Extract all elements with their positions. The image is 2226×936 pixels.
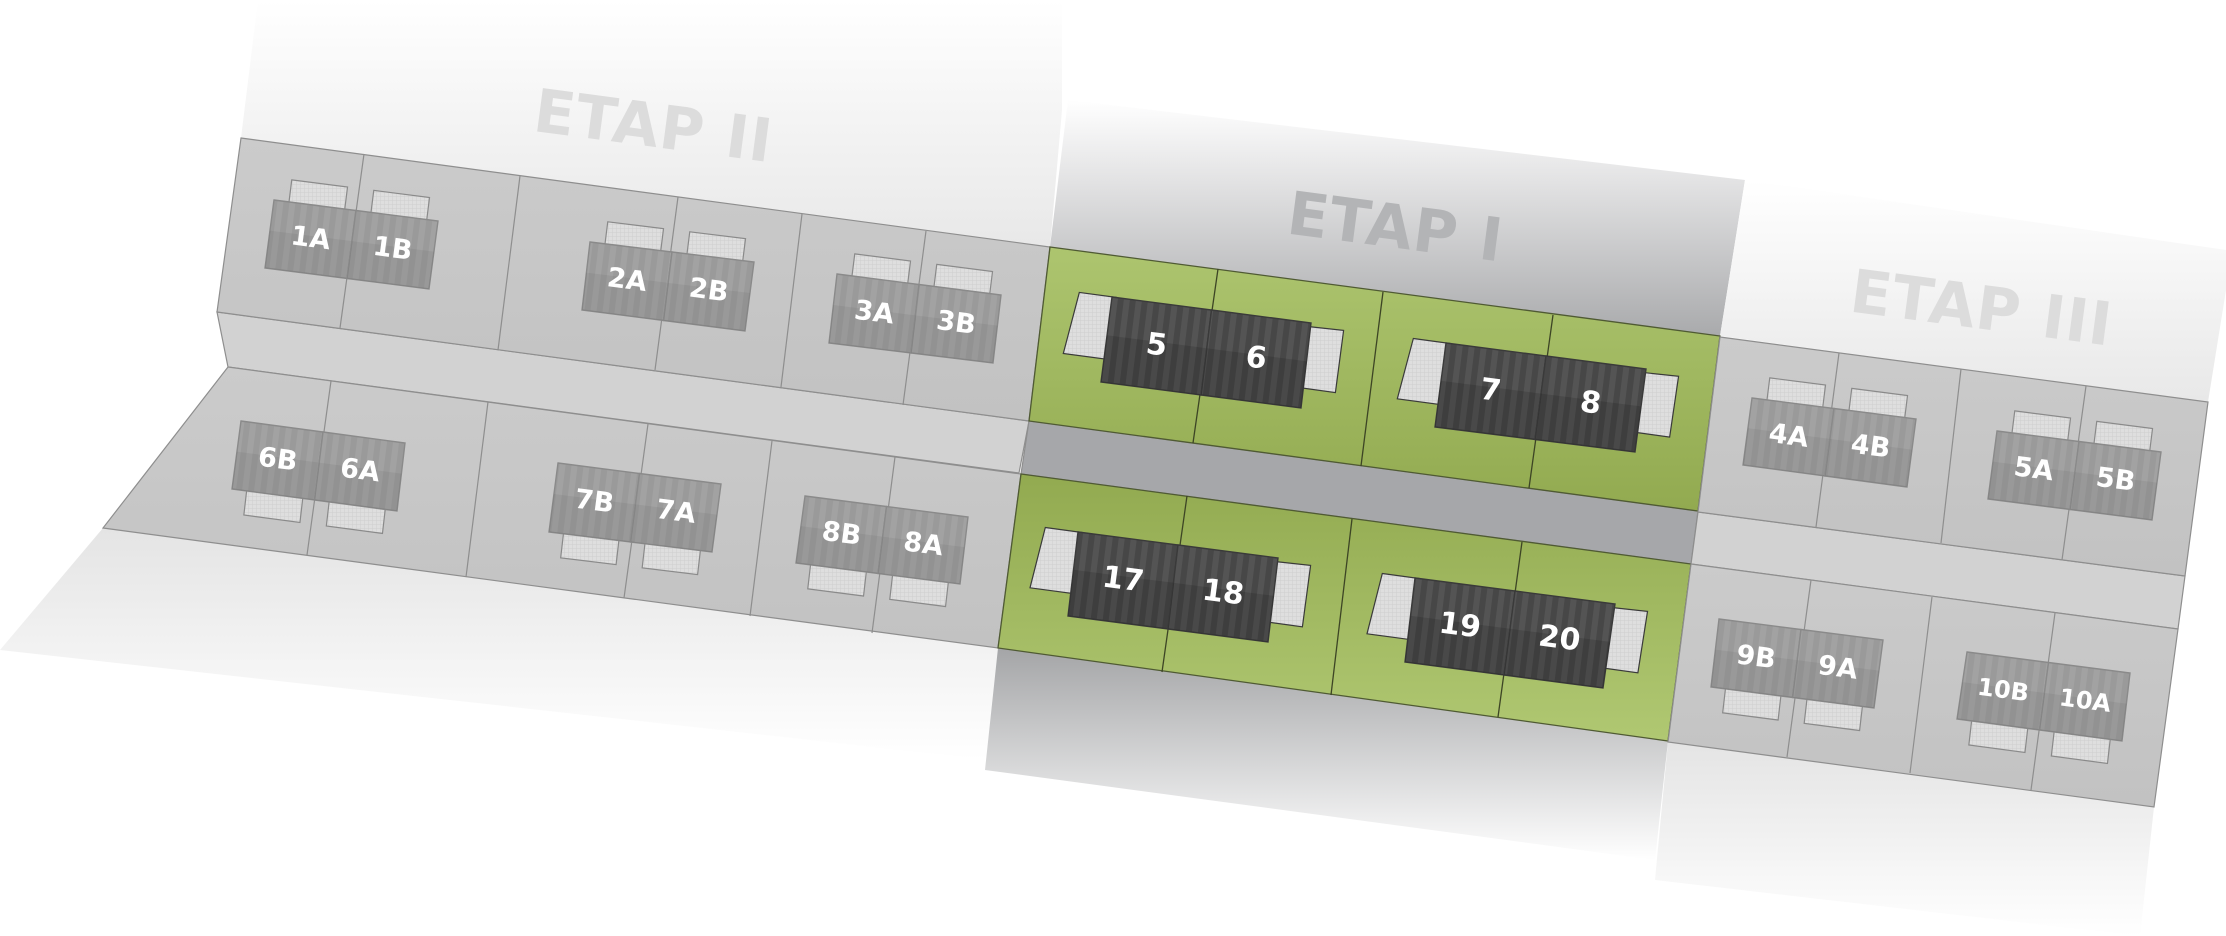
unit-roof[interactable] [1791, 628, 1884, 709]
unit-roof-shade [347, 241, 434, 289]
unit-17[interactable]: 17 [1067, 531, 1179, 630]
stage-band-etap-3 [1720, 180, 2226, 402]
unit-roof-shade [911, 315, 998, 363]
lot-divider [1940, 368, 1962, 544]
unit-5[interactable]: 5 [1100, 296, 1213, 396]
unit-3B[interactable]: 3B [910, 283, 1002, 364]
unit-4A[interactable]: 4A [1742, 397, 1835, 477]
unit-roof[interactable] [662, 251, 755, 332]
unit-2B[interactable]: 2B [662, 251, 755, 332]
shadow-etap-1 [985, 648, 1668, 860]
unit-8[interactable]: 8 [1534, 355, 1647, 453]
unit-roof-shade [232, 451, 320, 500]
unit-roof-shade [796, 526, 883, 574]
unit-roof-shade [1743, 428, 1830, 476]
unit-roof[interactable] [629, 472, 722, 553]
unit-roof-shade [314, 462, 402, 511]
unit-roof[interactable] [1534, 355, 1647, 453]
lot-divider [465, 401, 489, 578]
lot-divider [780, 213, 803, 388]
unit-roof-shade [582, 272, 669, 321]
unit-roof[interactable] [1824, 407, 1917, 488]
unit-8B[interactable]: 8B [795, 495, 888, 575]
unit-7[interactable]: 7 [1434, 342, 1547, 441]
unit-8A[interactable]: 8A [877, 505, 969, 585]
unit-roof[interactable] [346, 209, 439, 290]
unit-4B[interactable]: 4B [1824, 407, 1917, 488]
unit-roof-shade [1535, 393, 1642, 452]
unit-roof[interactable] [910, 283, 1002, 364]
unit-19[interactable]: 19 [1404, 577, 1516, 676]
unit-roof-shade [1201, 348, 1307, 408]
unit-roof[interactable] [1503, 590, 1616, 689]
shadow-etap-2 [0, 528, 998, 760]
unit-6A[interactable]: 6A [313, 431, 406, 512]
lot-divider [1360, 291, 1384, 467]
lot-block-etap-3-north[interactable] [1697, 336, 2209, 577]
unit-9B[interactable]: 9B [1710, 618, 1802, 699]
unit-2A[interactable]: 2A [581, 241, 673, 322]
unit-5A[interactable]: 5A [1987, 430, 2080, 511]
unit-6B[interactable]: 6B [231, 420, 324, 501]
unit-roof-shade [1957, 682, 2045, 730]
unit-roof[interactable] [1200, 309, 1312, 409]
unit-10A[interactable]: 10A [2038, 661, 2131, 742]
unit-roof-shade [1435, 380, 1542, 440]
unit-roof-shade [1068, 569, 1174, 629]
lot-divider [497, 175, 521, 351]
unit-roof-shade [1504, 628, 1610, 688]
lot-divider [1330, 518, 1353, 696]
lot-block-etap-3-south[interactable] [1667, 563, 2179, 808]
unit-roof-shade [1825, 438, 1912, 487]
unit-6[interactable]: 6 [1200, 309, 1312, 409]
lot-divider [749, 440, 773, 617]
unit-roof[interactable] [313, 431, 406, 512]
unit-roof-shade [1168, 582, 1274, 642]
unit-3A[interactable]: 3A [828, 273, 920, 354]
unit-roof-shade [630, 504, 717, 552]
unit-roof-shade [878, 536, 965, 584]
unit-9A[interactable]: 9A [1791, 628, 1884, 709]
unit-roof-shade [1711, 649, 1798, 698]
unit-roof[interactable] [877, 505, 969, 585]
unit-roof[interactable] [2069, 440, 2162, 521]
unit-roof-shade [549, 494, 636, 542]
lot-divider [1909, 596, 1933, 774]
unit-7B[interactable]: 7B [548, 462, 641, 543]
unit-roof-shade [2070, 472, 2157, 520]
unit-1B[interactable]: 1B [346, 209, 439, 290]
unit-roof-shade [1405, 615, 1511, 675]
stage-band-etap-1 [1050, 100, 1745, 336]
unit-roof-shade [265, 230, 352, 279]
unit-roof-shade [1101, 335, 1207, 395]
unit-20[interactable]: 20 [1503, 590, 1616, 689]
unit-roof-shade [829, 305, 916, 353]
unit-roof[interactable] [1167, 544, 1279, 643]
stage-band-etap-2 [241, 0, 1062, 247]
unit-1A[interactable]: 1A [264, 199, 357, 280]
unit-7A[interactable]: 7A [629, 472, 722, 553]
unit-roof-shade [1792, 660, 1879, 708]
unit-roof-shade [1988, 461, 2075, 510]
unit-roof-shade [2039, 692, 2127, 741]
unit-5B[interactable]: 5B [2069, 440, 2162, 521]
unit-10B[interactable]: 10B [1956, 651, 2050, 731]
unit-roof[interactable] [2038, 661, 2131, 742]
unit-18[interactable]: 18 [1167, 544, 1279, 643]
unit-roof-shade [663, 282, 750, 331]
